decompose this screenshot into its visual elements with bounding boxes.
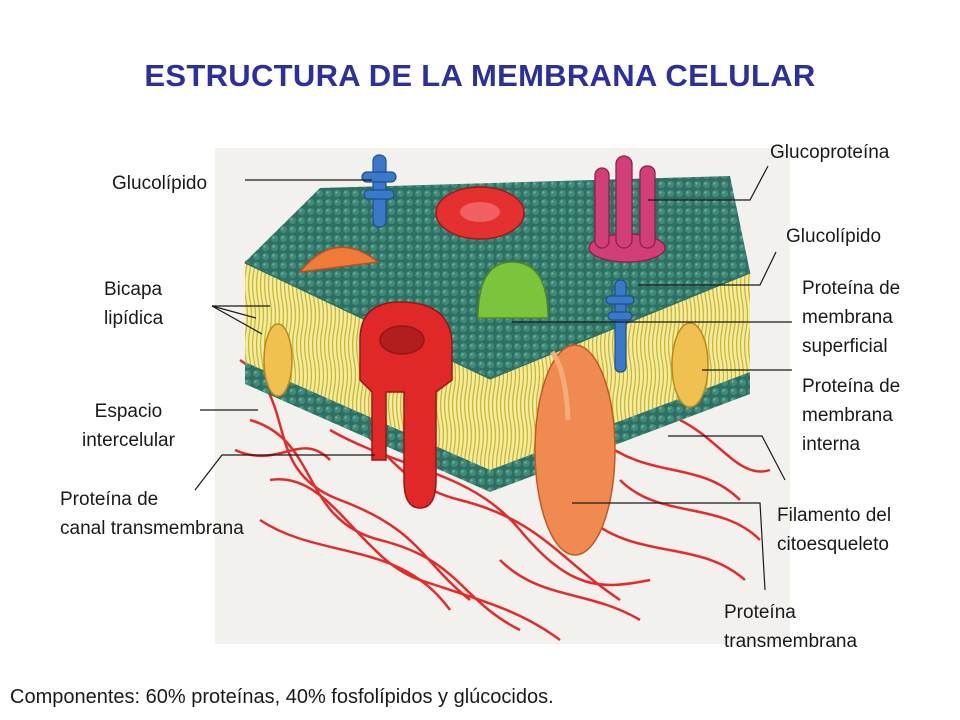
leader-lines [194, 165, 792, 591]
page-title: ESTRUCTURA DE LA MEMBRANA CELULAR [144, 58, 816, 93]
red-surface-protein-highlight [460, 202, 500, 222]
label-bicapa-lipidica: Bicapa lipídica [104, 279, 164, 329]
superficial-protein [477, 261, 549, 319]
label-proteina-interna: Proteína de membrana interna [802, 376, 901, 455]
label-proteina-canal: Proteína de canal transmembrana [60, 489, 244, 539]
glycoprotein [588, 155, 666, 263]
label-glucolipido-right: Glucolípido [786, 226, 882, 247]
label-glucolipido-left: Glucolípido [112, 173, 208, 194]
orange-surface-protein [298, 246, 380, 273]
label-proteina-transmembrana: Proteína transmembrana [724, 602, 858, 652]
internal-protein-right [671, 322, 709, 408]
cytoskeleton-filaments [234, 358, 771, 642]
label-glucoproteina: Glucoproteína [770, 142, 890, 163]
glycolipid-left [361, 154, 397, 228]
footer-components: Componentes: 60% proteínas, 40% fosfolíp… [10, 686, 554, 708]
internal-protein-left [263, 323, 293, 397]
transmembrane-protein [534, 344, 616, 556]
label-espacio-intercelular: Espacio intercelular [82, 401, 175, 451]
label-proteina-superficial: Proteína de membrana superficial [802, 278, 901, 357]
channel-protein [359, 301, 453, 509]
glycolipid-right [605, 279, 635, 373]
label-filamento-citoesqueleto: Filamento del citoesqueleto [777, 505, 892, 555]
